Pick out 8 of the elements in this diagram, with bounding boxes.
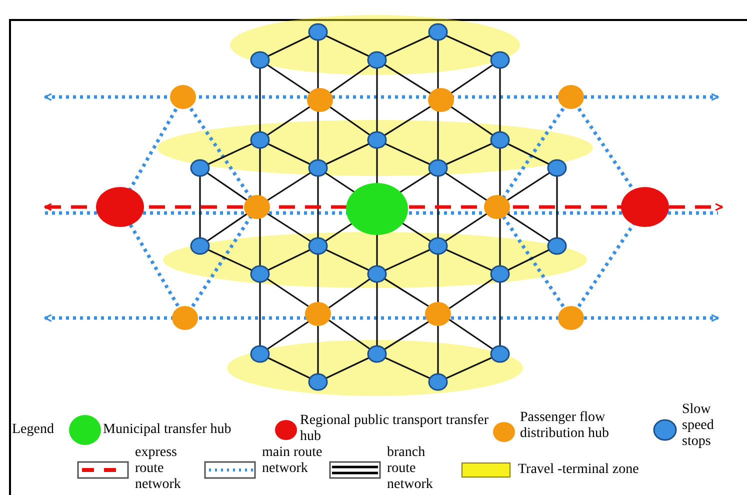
legend-label: branch route network xyxy=(387,445,434,493)
legend-label: Municipal transfer hub xyxy=(103,422,232,438)
legend-label: express route network xyxy=(135,445,182,493)
legend-label: Passenger flow distribution hub xyxy=(520,410,610,442)
legend-label: main route network xyxy=(262,445,324,477)
legend-label: Slow speed stops xyxy=(682,402,715,450)
legend-heading: Legend xyxy=(12,422,54,438)
legend-label: Travel -terminal zone xyxy=(518,462,640,478)
